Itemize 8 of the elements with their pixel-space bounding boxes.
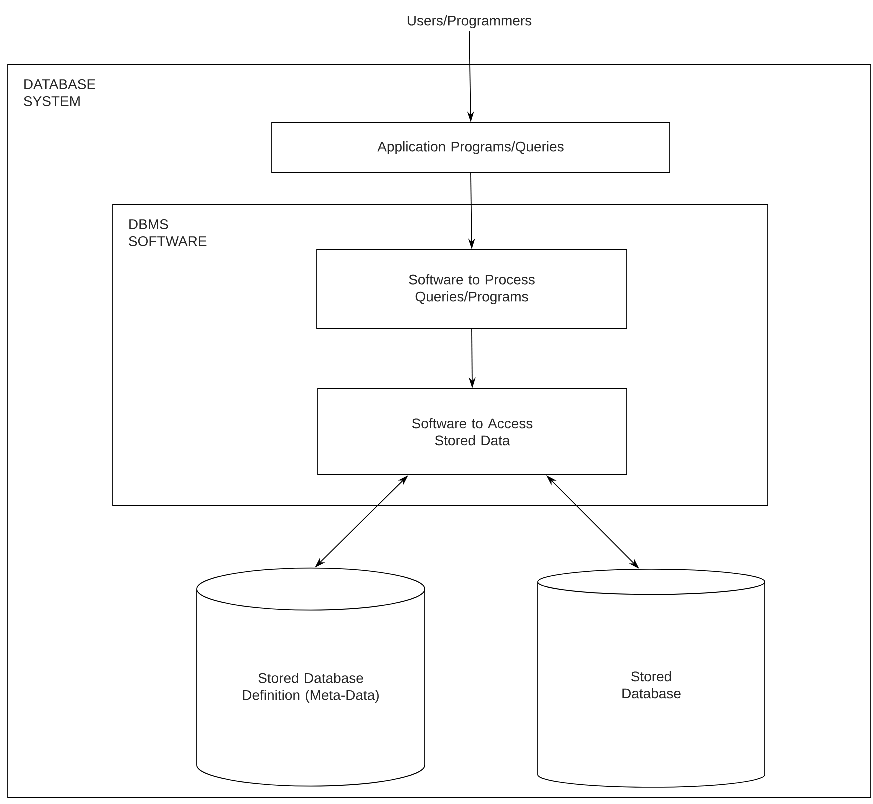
actor-label: Users/Programmers (408, 15, 532, 29)
database-cylinder: Stored Database (538, 569, 766, 788)
group-heading: DATABASE SYSTEM (24, 79, 96, 106)
process-box: Software to Process Queries/Programs (316, 250, 628, 330)
database-cylinder: Stored Database Definition (Meta-Data) (196, 568, 426, 787)
process-box: Software to Access Stored Data (318, 388, 628, 476)
process-box: Application Programs/Queries (272, 122, 670, 174)
group-heading: DBMS SOFTWARE (129, 219, 207, 246)
